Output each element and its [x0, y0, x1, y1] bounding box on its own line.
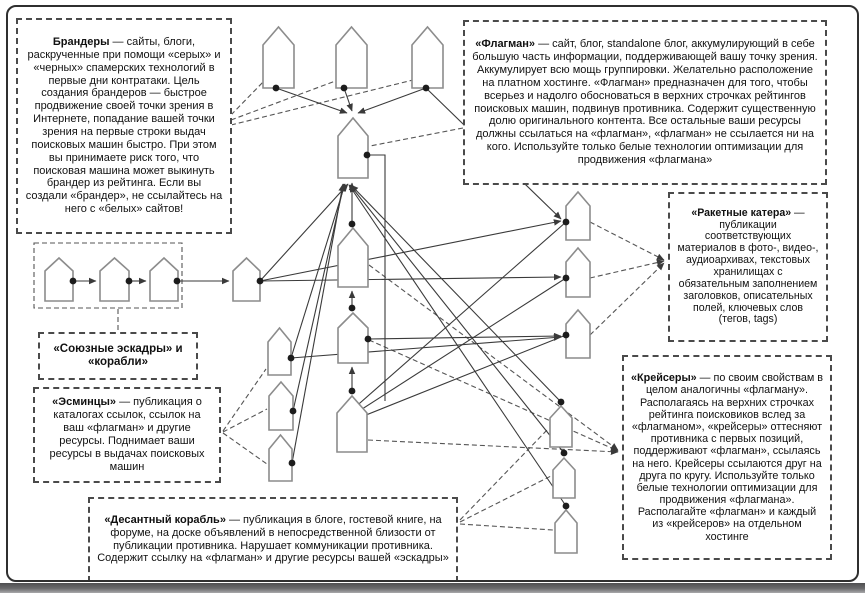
label-pointer-lines — [33, 79, 665, 531]
destroyers-infobox: «Эсминцы» — публикация о каталогах ссыло… — [33, 387, 221, 483]
allied-squadrons-infobox: «Союзные эскадры» и «корабли» — [38, 332, 198, 380]
rocket-boats-body: — публикации соответствующих материалов … — [677, 206, 819, 326]
rocket-boats-title: «Ракетные катера» — [691, 206, 792, 219]
allied-squadrons-title: «Союзные эскадры» и «корабли» — [53, 342, 183, 368]
flagman-title: «Флагман» — [475, 37, 536, 50]
destroyer-node — [268, 380, 294, 431]
rocket-boat-node — [565, 308, 591, 359]
cruiser-node — [337, 226, 369, 288]
cruiser-node — [337, 311, 369, 364]
cruisers-body: — по своим свойствам в целом аналогичны … — [631, 372, 823, 543]
brander-node — [335, 25, 368, 89]
link-arrows — [76, 87, 567, 507]
rocket-boat-node — [565, 246, 591, 298]
allied-squadron-group-frame — [33, 242, 183, 309]
brandery-infobox: Брандеры — сайты, блоги, раскрученные пр… — [16, 18, 232, 234]
cruisers-title: «Крейсеры» — [631, 372, 697, 385]
allied-site-node — [44, 256, 74, 302]
destroyers-body: — публикация о каталогах ссылок, ссылок … — [49, 396, 205, 473]
landing-ship-node — [554, 508, 578, 554]
brandery-title: Брандеры — [52, 35, 110, 48]
landing-ship-infobox: «Десантный корабль» — публикация в блоге… — [88, 497, 458, 582]
flagman-body: — сайт, блог, standalone блог, аккумулир… — [472, 37, 818, 167]
brander-node — [411, 25, 444, 89]
allied-site-node — [99, 256, 130, 302]
flagman-node — [337, 116, 369, 179]
rocket-boat-node — [565, 190, 591, 241]
landing-ship-title: «Десантный корабль» — [104, 513, 226, 526]
landing-ship-node — [549, 404, 573, 448]
destroyer-node — [267, 326, 292, 376]
cruisers-infobox: «Крейсеры» — по своим свойствам в целом … — [622, 355, 832, 560]
landing-ship-node — [552, 456, 576, 499]
link-junction-dots — [69, 84, 570, 510]
flagman-infobox: «Флагман» — сайт, блог, standalone блог,… — [463, 20, 827, 185]
allied-site-node — [232, 256, 261, 302]
site-nodes — [44, 25, 591, 554]
brander-node — [262, 25, 295, 89]
allied-site-node — [149, 256, 179, 302]
brandery-body: — сайты, блоги, раскрученные при помощи … — [25, 35, 223, 216]
destroyer-node — [268, 433, 293, 482]
landing-ship-body: — публикация в блоге, гостевой книге, на… — [97, 513, 449, 565]
destroyers-title: «Эсминцы» — [52, 396, 117, 409]
cruiser-node — [336, 394, 368, 453]
rocket-boats-infobox: «Ракетные катера» — публикации соответст… — [668, 192, 828, 342]
page-edge-bar — [0, 583, 865, 593]
